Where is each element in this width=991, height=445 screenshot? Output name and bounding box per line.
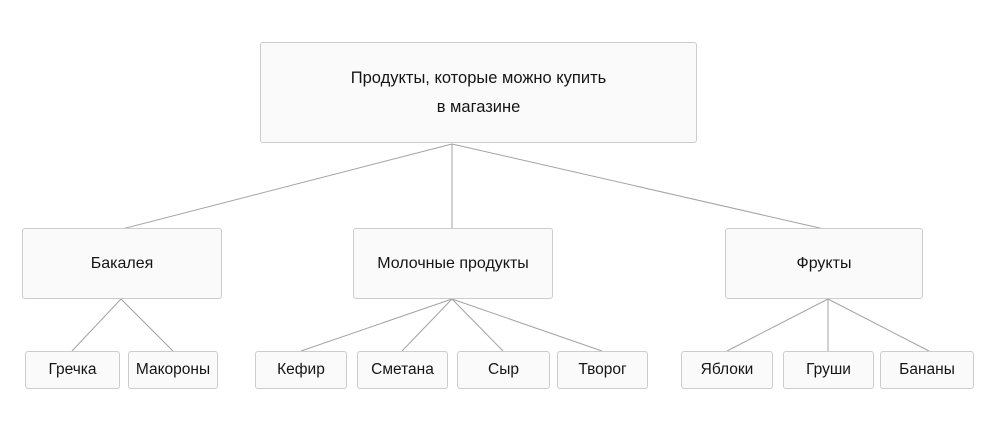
- diagram-node-syr[interactable]: Сыр: [457, 351, 550, 389]
- connector-molochnye-tvorog: [451, 298, 603, 352]
- diagram-node-grechka[interactable]: Гречка: [25, 351, 120, 389]
- connector-root-bakaleya: [121, 143, 453, 230]
- connector-molochnye-syr: [451, 298, 504, 352]
- node-label: Фрукты: [796, 254, 852, 272]
- node-label: Сметана: [371, 361, 434, 379]
- diagram-node-kefir[interactable]: Кефир: [255, 351, 347, 389]
- node-label: Молочные продукты: [377, 254, 529, 272]
- node-label: Бананы: [899, 361, 955, 379]
- connector-bakaleya-makorony: [120, 298, 174, 352]
- diagram-node-grushi[interactable]: Груши: [783, 351, 874, 389]
- node-label: Яблоки: [700, 361, 754, 379]
- node-label: Гречка: [48, 361, 97, 379]
- diagram-node-makorony[interactable]: Макороны: [128, 351, 218, 389]
- diagram-node-frukty[interactable]: Фрукты: [725, 228, 923, 299]
- node-label: Творог: [578, 361, 627, 379]
- diagram-node-banany[interactable]: Бананы: [880, 351, 974, 389]
- connector-bakaleya-grechka: [71, 298, 122, 352]
- node-label: Бакалея: [90, 254, 154, 272]
- node-label: Сыр: [488, 361, 519, 379]
- connector-root-frukty: [451, 143, 825, 230]
- node-label: Макороны: [135, 361, 211, 379]
- connector-frukty-yabloki: [726, 298, 829, 352]
- node-label-line: в магазине: [436, 97, 521, 116]
- diagram-node-smetana[interactable]: Сметана: [357, 351, 448, 389]
- connector-molochnye-smetana: [401, 298, 453, 352]
- diagram-node-tvorog[interactable]: Творог: [557, 351, 648, 389]
- node-label-line: Продукты, которые можно купить: [350, 68, 607, 87]
- diagram-node-bakaleya[interactable]: Бакалея: [22, 228, 222, 299]
- connector-frukty-banany: [827, 298, 930, 352]
- diagram-node-yabloki[interactable]: Яблоки: [681, 351, 773, 389]
- node-label: Кефир: [277, 361, 325, 379]
- connector-molochnye-kefir: [300, 298, 453, 352]
- node-label: Груши: [806, 361, 851, 379]
- diagram-node-molochnye-produkty[interactable]: Молочные продукты: [353, 228, 553, 299]
- diagram-node-root[interactable]: Продукты, которые можно купить в магазин…: [260, 42, 697, 143]
